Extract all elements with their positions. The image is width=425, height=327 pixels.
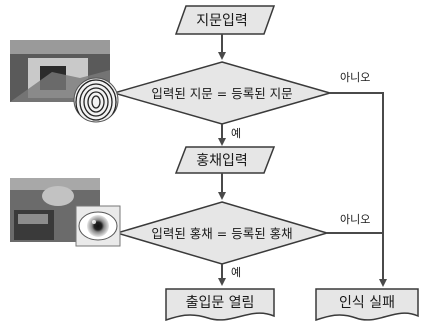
fingerprint-scanner-photo — [10, 40, 119, 123]
yes-label-2: 예 — [231, 266, 241, 279]
recognition-fail-label: 인식 실패 — [339, 295, 395, 311]
eye-icon — [87, 215, 109, 237]
iris-decision-shape: 입력된 홍채 = 등록된 홍채 — [114, 201, 330, 265]
iris-input-label: 홍채입력 — [196, 153, 248, 169]
fingerprint-input-label: 지문입력 — [196, 13, 248, 29]
no-label-2: 아니오 — [340, 213, 370, 226]
iris-scanner-photo — [10, 178, 121, 247]
fingerprint-icon — [74, 78, 118, 122]
door-open-document-shape: 출입문 열림 — [165, 288, 275, 322]
iris-input-shape: 홍채입력 — [174, 146, 276, 174]
fingerprint-decision-label: 입력된 지문 = 등록된 지문 — [151, 86, 292, 101]
yes-label-1: 예 — [231, 127, 241, 140]
door-open-label: 출입문 열림 — [186, 295, 255, 311]
recognition-fail-document-shape: 인식 실패 — [315, 288, 419, 322]
fingerprint-input-shape: 지문입력 — [174, 5, 276, 35]
fingerprint-decision-shape: 입력된 지문 = 등록된 지문 — [111, 61, 333, 125]
no-label-1: 아니오 — [340, 71, 370, 84]
arrow-no-1 — [330, 92, 384, 240]
iris-decision-label: 입력된 홍채 = 등록된 홍채 — [151, 226, 292, 241]
